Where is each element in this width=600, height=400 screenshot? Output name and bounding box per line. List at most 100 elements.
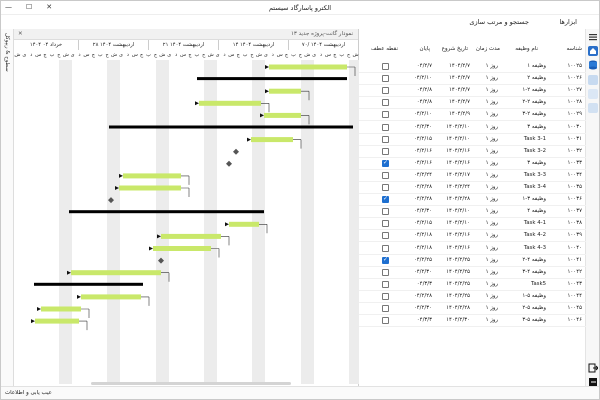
col-name-header[interactable]: نام وظیفه — [515, 46, 538, 52]
cell-start[interactable]: ۱۴۰۴/۲/۱۶ — [446, 147, 470, 154]
chart-tab[interactable]: نمودار گانت-پروژه جدید ۱۳ — [290, 31, 353, 37]
cell-end[interactable]: ۰۴/۲/۳۰ — [413, 305, 432, 311]
cell-duration[interactable]: ۱ روز — [485, 63, 498, 69]
horizontal-scrollbar[interactable] — [91, 382, 291, 385]
cell-duration[interactable]: ۱ روز — [485, 208, 498, 215]
cell-id[interactable]: ۱۰۰۳۰ — [567, 123, 582, 130]
col-duration-header[interactable]: مدت زمان — [475, 46, 500, 52]
milestone-checkbox[interactable] — [382, 305, 389, 312]
milestone-diamond[interactable] — [158, 257, 164, 264]
cell-id[interactable]: ۱۰۰۴۱ — [567, 256, 582, 263]
cell-name[interactable]: Task 3-3 — [523, 171, 546, 178]
cell-start[interactable]: ۱۴۰۴/۲/۱۰ — [446, 135, 470, 142]
cell-duration[interactable]: ۱ روز — [485, 75, 498, 82]
task-bar[interactable] — [153, 246, 211, 251]
cell-duration[interactable]: ۱ روز — [485, 111, 498, 118]
cell-start[interactable]: ۱۴۰۴/۲/۲۵ — [446, 268, 470, 275]
cell-end[interactable]: ۰۴/۲/۱۸ — [413, 232, 432, 239]
cell-start[interactable]: ۱۴۰۴/۲/۳۰ — [446, 317, 470, 324]
milestone-checkbox[interactable] — [382, 75, 389, 83]
cell-id[interactable]: ۱۰۰۲۹ — [567, 111, 582, 118]
milestone-checkbox[interactable] — [382, 87, 389, 95]
milestone-checkbox[interactable] — [382, 317, 389, 325]
milestone-checkbox[interactable] — [382, 244, 389, 252]
milestone-checkbox[interactable] — [382, 147, 389, 155]
menu-tools[interactable]: ابزارها — [559, 18, 577, 26]
cell-duration[interactable]: ۱ روز — [485, 135, 498, 142]
cell-start[interactable]: ۱۴۰۴/۲/۷ — [448, 99, 470, 106]
milestone-checkbox[interactable] — [382, 256, 389, 264]
cell-end[interactable]: ۰۴/۲/۳۰ — [413, 268, 432, 275]
cell-start[interactable]: ۱۴۰۴/۲/۱۶ — [446, 159, 470, 166]
task-bar[interactable] — [264, 112, 301, 118]
cell-name[interactable]: وظیفه ۲-۱ — [522, 87, 546, 94]
cell-duration[interactable]: ۱ روز — [485, 317, 498, 324]
milestone-checkbox[interactable] — [382, 232, 389, 240]
cell-end[interactable]: ۰۴/۲/۲۸ — [413, 196, 432, 203]
cell-duration[interactable]: ۱ روز — [485, 220, 498, 227]
cell-id[interactable]: ۱۰۰۳۵ — [567, 184, 582, 190]
cell-id[interactable]: ۱۰۰۲۶ — [567, 75, 582, 82]
cell-start[interactable]: ۱۴۰۴/۲/۲۴ — [446, 184, 470, 190]
cell-duration[interactable]: ۱ روز — [485, 305, 498, 311]
cell-id[interactable]: ۱۰۰۴۵ — [567, 305, 582, 311]
cell-duration[interactable]: ۱ روز — [485, 171, 498, 178]
cell-end[interactable]: ۰۴/۲/۸ — [416, 87, 432, 94]
col-end-header[interactable]: پایان — [419, 46, 430, 52]
cell-id[interactable]: ۱۰۰۳۶ — [567, 196, 582, 203]
cell-duration[interactable]: ۱ روز — [485, 123, 498, 130]
milestone-checkbox[interactable] — [382, 292, 389, 300]
cell-start[interactable]: ۱۴۰۴/۲/۱۰ — [446, 123, 470, 130]
summary-bar[interactable] — [34, 282, 143, 286]
cell-start[interactable]: ۱۴۰۴/۲/۲۸ — [446, 305, 470, 311]
cell-id[interactable]: ۱۰۰۳۸ — [567, 220, 582, 227]
cell-id[interactable]: ۱۰۰۳۴ — [567, 171, 582, 178]
cell-duration[interactable]: ۱ روز — [485, 87, 498, 94]
cell-id[interactable]: ۱۰۰۴۲ — [567, 268, 582, 275]
summary-bar[interactable] — [109, 125, 353, 129]
task-bar[interactable] — [119, 185, 181, 191]
tab-close-icon[interactable]: ✕ — [18, 31, 23, 37]
cell-name[interactable]: وظیفه ۴-۳ — [522, 268, 546, 275]
cell-name[interactable]: Task 3-1 — [523, 135, 546, 142]
summary-bar[interactable] — [69, 210, 264, 214]
cell-id[interactable]: ۱۰۰۲۵ — [567, 63, 582, 69]
col-critical-header[interactable]: نقطه عطف — [370, 46, 398, 52]
cell-name[interactable]: وظیفه ۲-۲ — [522, 99, 546, 106]
col-id-header[interactable]: شناسه — [566, 46, 582, 52]
milestone-checkbox[interactable] — [382, 220, 389, 228]
summary-bar[interactable] — [197, 77, 347, 81]
task-bar[interactable] — [251, 137, 293, 143]
cell-name[interactable]: وظیفه ۳ — [527, 123, 546, 130]
cell-name[interactable]: Task 4-2 — [523, 232, 546, 239]
milestone-checkbox[interactable] — [382, 159, 389, 167]
cell-end[interactable]: ۰۴/۲/۷ — [416, 63, 432, 69]
milestone-checkbox[interactable] — [382, 268, 389, 276]
cell-end[interactable]: ۰۴/۲/۱۰ — [413, 75, 432, 82]
cell-end[interactable]: ۰۴/۲/۲۵ — [413, 256, 432, 263]
milestone-checkbox[interactable] — [382, 111, 389, 119]
panel-thumb-2[interactable] — [588, 89, 598, 99]
milestone-diamond[interactable] — [108, 197, 114, 204]
cell-name[interactable]: Task 3-4 — [523, 184, 546, 190]
cell-duration[interactable]: ۱ روز — [485, 147, 498, 154]
cell-name[interactable]: Task 4-1 — [523, 220, 546, 227]
cell-end[interactable]: ۰۴/۳/۳ — [416, 280, 432, 287]
database-icon[interactable] — [588, 60, 598, 70]
cell-duration[interactable]: ۱ روز — [485, 244, 498, 251]
cell-end[interactable]: ۰۴/۲/۸ — [416, 99, 432, 106]
task-bar[interactable] — [123, 173, 181, 179]
cell-end[interactable]: ۰۴/۲/۱۶ — [413, 159, 432, 166]
